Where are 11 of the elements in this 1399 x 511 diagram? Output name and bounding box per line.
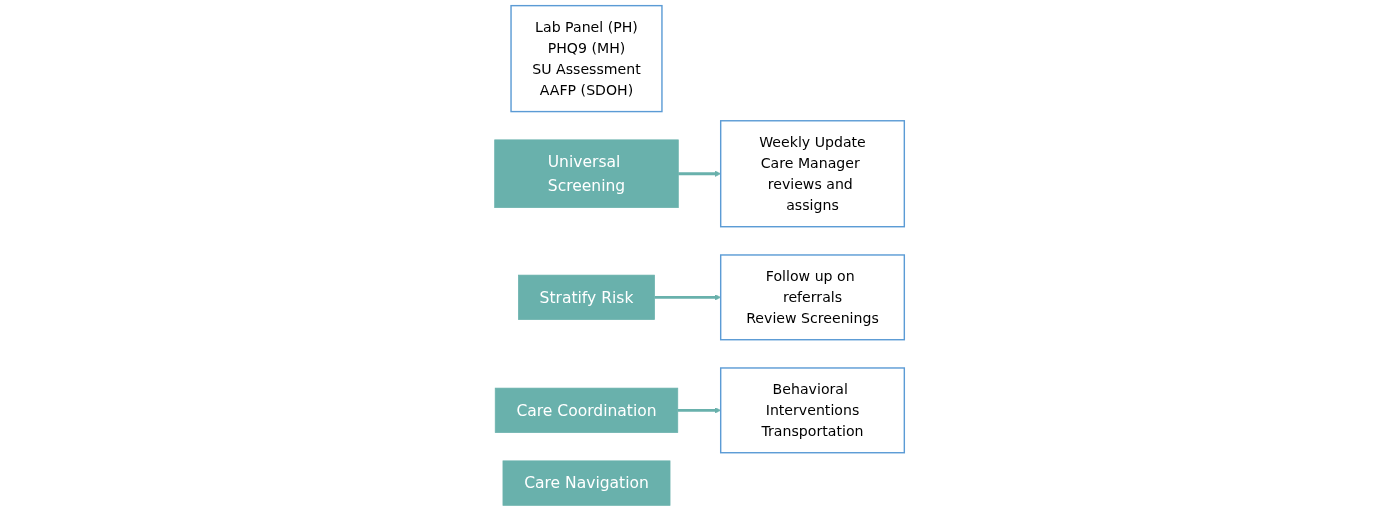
arrow [678,170,721,177]
node-box: Care Navigation [502,460,671,506]
node-box: Care Coordination [494,387,679,433]
node-box: Behavioral Interventions Transportation [720,367,906,454]
arrow [677,407,721,414]
node-box: Weekly Update Care Manager reviews and assigns [720,120,906,228]
node-box: Lab Panel (PH) PHQ9 (MH) SU Assessment AAFP (SDOH) [510,4,663,113]
node-box: Follow up on referrals Review Screenings [720,254,906,341]
node-box: Stratify Risk [518,274,655,320]
arrow [654,294,721,301]
node-box: Universal Screening [494,139,679,208]
